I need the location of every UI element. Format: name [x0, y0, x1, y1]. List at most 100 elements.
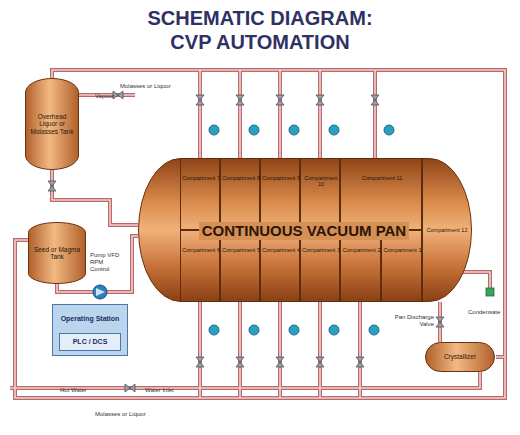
pipe-label: Condensate [468, 309, 500, 316]
text-block: Seed or Magma Tank [31, 232, 83, 274]
instrument-bubble [209, 325, 219, 335]
pipe-network [10, 70, 505, 398]
text-block: Compartment 1 [383, 247, 422, 265]
compartment-cell: Compartment 1 [381, 230, 422, 302]
valve-symbol [276, 357, 284, 367]
overhead-tank: Overhead Liquor or Molasses Tank [25, 78, 79, 170]
valve-symbol [236, 357, 244, 367]
pump-symbol [93, 285, 107, 299]
vacuum-pan-vessel: CONTINUOUS VACUUM PANCompartment 7Compar… [138, 158, 472, 302]
text-block: Compartment 4 [262, 247, 300, 265]
valve-symbol [48, 181, 56, 191]
pipe-label: Vapour [95, 93, 114, 100]
instrument-bubble [329, 325, 339, 335]
instrument-bubble [249, 325, 259, 335]
text-block: Compartment 10 [302, 175, 340, 193]
node-label: Compartment 4 [262, 247, 300, 253]
vessel-body [29, 223, 86, 284]
node-label: Compartment 5 [222, 247, 260, 253]
node-label: Compartment 6 [182, 247, 220, 253]
text-block: Compartment 2 [342, 247, 381, 265]
text-block: Compartment 8 [222, 175, 260, 193]
condensate-trap [486, 288, 494, 296]
text-block: Overhead Liquor or Molasses Tank [28, 92, 76, 156]
pipe-label: Water Inlet [145, 387, 174, 394]
node-label: Compartment 11 [362, 175, 403, 181]
pipe-highlight [52, 170, 138, 225]
seed-tank: Seed or Magma Tank [28, 222, 86, 284]
compartment-cell: Compartment 4 [260, 230, 300, 302]
pipe-inner [10, 70, 505, 398]
compartment-cell: Compartment 12 [422, 158, 472, 302]
valve-symbol [113, 91, 123, 99]
valve-symbol [436, 317, 444, 327]
control-system-box: PLC / DCS [59, 333, 121, 351]
label-holder: Condensate [468, 300, 502, 318]
instrument-bubble [249, 125, 259, 135]
node-label: Overhead Liquor or Molasses Tank [28, 113, 76, 135]
pipe-label: Molasses or Liquor [120, 83, 171, 90]
compartment-cell: Compartment 8 [220, 158, 260, 230]
compartment-cell: Compartment 6 [180, 230, 220, 302]
label-holder: Pump VFD RPM Control [90, 252, 122, 275]
node-label: Compartment 1 [384, 247, 422, 253]
valve-symbol [236, 95, 244, 105]
label-holder: Hot Water [60, 378, 100, 396]
label-holder: Molasses or Liquor [95, 402, 165, 420]
vessel-body [139, 159, 472, 302]
pump-impeller [96, 288, 105, 296]
compartment-cell: Compartment 7 [180, 158, 220, 230]
vessel-body [26, 79, 79, 170]
node-label: Compartment 7 [182, 175, 220, 181]
vessel-body [426, 343, 495, 372]
label-holder: Vapour [95, 84, 125, 102]
node-label: Compartment 8 [222, 175, 260, 181]
valve-symbol [316, 357, 324, 367]
valve-symbol [276, 95, 284, 105]
node-label: Compartment 10 [302, 175, 340, 188]
valve-symbol [125, 384, 135, 392]
pipe-connector [52, 170, 138, 225]
valve-symbol [196, 357, 204, 367]
text-block: CONTINUOUS VACUUM PAN [188, 220, 420, 242]
label-holder: Water Inlet [145, 378, 185, 396]
node-label: Compartment 2 [343, 247, 381, 253]
diagram-title: SCHEMATIC DIAGRAM: CVP AUTOMATION [143, 6, 378, 54]
text-block: Compartment 9 [262, 175, 300, 193]
compartment-cell: Compartment 5 [220, 230, 260, 302]
instrument-bubble [209, 125, 219, 135]
instrument-bubble [329, 125, 339, 135]
valve-symbol [371, 95, 379, 105]
text-block: PLC / DCS [60, 334, 120, 350]
label-holder: Molasses or Liquor [120, 74, 190, 92]
instrument-bubble [369, 325, 379, 335]
node-label: Operating Station [61, 315, 120, 323]
text-block: Compartment 7 [182, 175, 220, 193]
valve-symbol [356, 357, 364, 367]
node-label: Compartment 9 [262, 175, 300, 181]
text-block: Compartment 11 [342, 175, 422, 193]
text-block: Compartment 5 [222, 247, 260, 265]
pipe-label: Molasses or Liquor [95, 411, 146, 418]
text-block: Crystallizer [429, 344, 491, 370]
compartment-cell: Compartment 2 [340, 230, 381, 302]
pipe-label: Pump VFD RPM Control [90, 252, 122, 273]
valve-symbol [196, 95, 204, 105]
instrument-bubble [289, 325, 299, 335]
node-label: Crystallizer [444, 353, 476, 360]
compartment-cell: Compartment 11 [340, 158, 422, 230]
node-label: Compartment 12 [427, 227, 468, 233]
instrument-bubble [384, 125, 394, 135]
operating-station: Operating StationPLC / DCS [52, 304, 128, 356]
pipe-label: Hot Water [60, 387, 87, 394]
crystallizer-tank: Crystallizer [425, 342, 495, 372]
node-label: Compartment 3 [302, 247, 340, 253]
node-label: CONTINUOUS VACUUM PAN [199, 222, 409, 239]
compartment-cell: Compartment 9 [260, 158, 300, 230]
label-holder: Pan Discharge Valve [390, 312, 434, 330]
node-label: PLC / DCS [73, 338, 108, 346]
text-block: Operating Station [55, 308, 125, 330]
instrument-bubble [289, 125, 299, 135]
compartment-cell: Compartment 3 [300, 230, 340, 302]
